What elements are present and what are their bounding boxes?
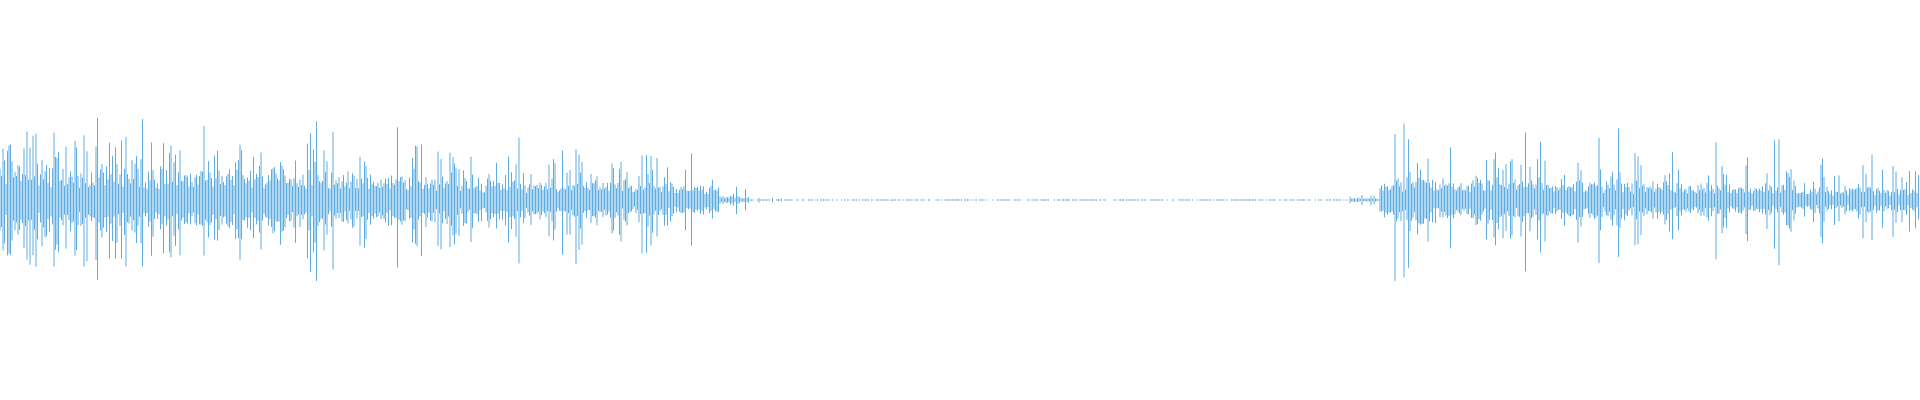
- waveform-samples: [0, 117, 1919, 281]
